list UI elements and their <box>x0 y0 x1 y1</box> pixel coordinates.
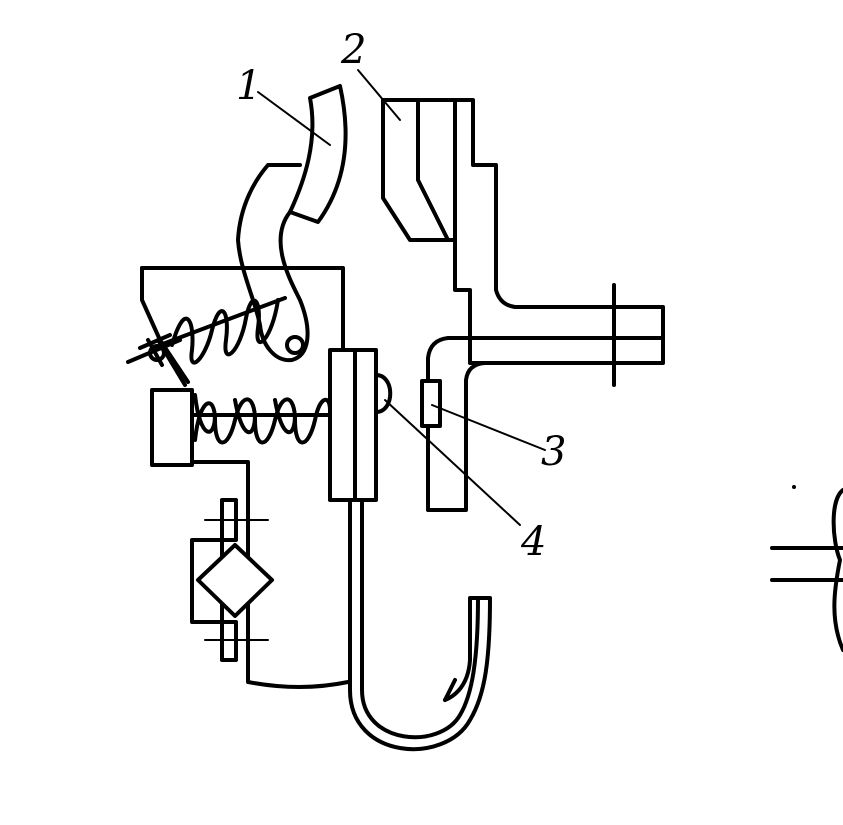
plunger-plate <box>328 348 378 502</box>
housing-body <box>140 266 350 689</box>
callout-label-2: 2 <box>341 27 367 73</box>
diode-bridge-symbol <box>190 498 274 662</box>
callout-label-1: 1 <box>236 63 262 109</box>
callout-label-4: 4 <box>521 519 547 565</box>
lower-spring <box>193 393 332 445</box>
dome-part-4 <box>374 373 393 414</box>
callout-leaders <box>257 69 546 526</box>
lever-part-1 <box>236 84 348 363</box>
frame-part-2 <box>381 98 665 512</box>
hook-strip <box>348 498 492 752</box>
right-edge-fragment <box>770 485 843 652</box>
contact-part-3 <box>420 379 442 428</box>
upper-spring <box>126 296 287 367</box>
callout-label-3: 3 <box>541 429 567 475</box>
